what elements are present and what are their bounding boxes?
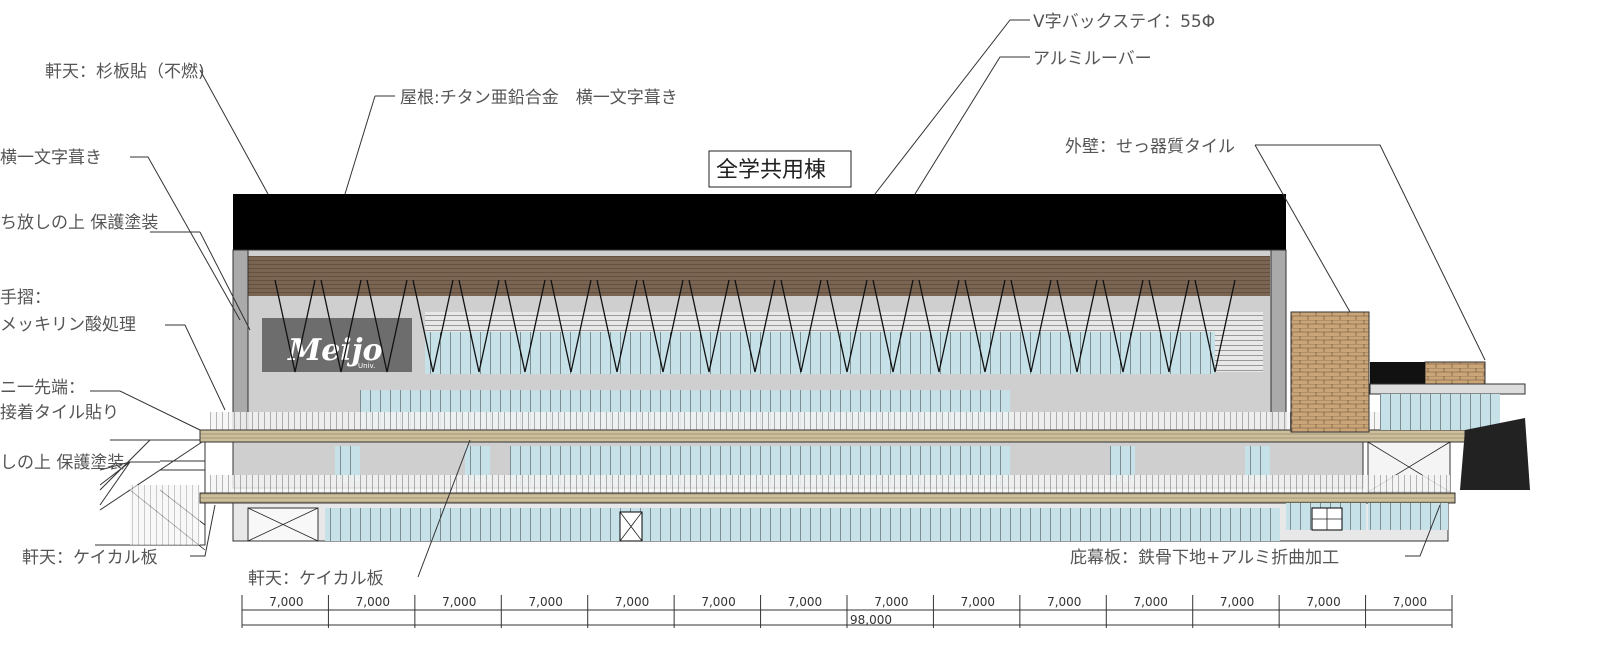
v-backstays bbox=[274, 279, 1236, 373]
dimension-span-label: 7,000 bbox=[788, 595, 822, 609]
v-stay bbox=[320, 279, 362, 373]
logo-panel bbox=[262, 318, 412, 372]
middle-handrail bbox=[210, 475, 1450, 493]
v-stay bbox=[412, 279, 454, 373]
roof-band bbox=[233, 194, 1286, 250]
leader-lines bbox=[90, 19, 1486, 578]
dimension-span-label: 7,000 bbox=[1220, 595, 1254, 609]
dimension-span-label: 7,000 bbox=[701, 595, 735, 609]
upper-handrail bbox=[210, 412, 1390, 432]
v-stay bbox=[780, 279, 822, 373]
dimension-span-label: 7,000 bbox=[356, 595, 390, 609]
label-outer-wall: 外壁：せっ器質タイル bbox=[1065, 137, 1235, 157]
dimension-total: 98,000 bbox=[850, 613, 892, 627]
v-stay bbox=[826, 279, 868, 373]
label-eaves-lower-mid: 軒天：ケイカル板 bbox=[248, 569, 384, 589]
v-stay bbox=[964, 279, 1006, 373]
v-stay bbox=[1056, 279, 1098, 373]
label-left-roof: 横一文字葺き bbox=[0, 148, 102, 168]
brick-small bbox=[1424, 361, 1486, 385]
dimension-span-label: 7,000 bbox=[442, 595, 476, 609]
v-stay bbox=[596, 279, 638, 373]
v-stay bbox=[274, 279, 316, 373]
dimension-span-label: 7,000 bbox=[1393, 595, 1427, 609]
label-v-stay: V字バックステイ：55Φ bbox=[1033, 12, 1215, 32]
v-stay bbox=[1010, 279, 1052, 373]
label-roof: 屋根:チタン亜鉛合金 横一文字葺き bbox=[400, 88, 678, 108]
middle-slab bbox=[199, 492, 1456, 504]
label-handrail-1: 手摺： bbox=[0, 288, 51, 308]
v-stay bbox=[458, 279, 500, 373]
label-eaves-top: 軒天：杉板貼（不燃) bbox=[45, 62, 205, 82]
dimension-span-label: 7,000 bbox=[269, 595, 303, 609]
label-left-concrete: ち放しの上 保護塗装 bbox=[0, 212, 158, 233]
dimension-span-label: 7,000 bbox=[529, 595, 563, 609]
upper-slab bbox=[199, 429, 1466, 443]
v-stay bbox=[642, 279, 684, 373]
v-stay bbox=[1148, 279, 1190, 373]
v-stay bbox=[918, 279, 960, 373]
label-louver: アルミルーバー bbox=[1033, 49, 1152, 69]
dimension-span-label: 7,000 bbox=[961, 595, 995, 609]
left-stair bbox=[95, 439, 206, 551]
ground-glazing bbox=[325, 508, 1280, 541]
label-fascia: 庇幕板：鉄骨下地+アルミ折曲加工 bbox=[1070, 548, 1339, 568]
v-stay bbox=[1102, 279, 1144, 373]
v-stay bbox=[504, 279, 546, 373]
logo-text: Meijo bbox=[287, 333, 383, 368]
label-eave-tip-1: ニ一先端： bbox=[0, 378, 85, 398]
dimension-line: 98,000 7,000 7,000 7,000 7,000 7,000 7,000 7,0… bbox=[241, 595, 1453, 628]
v-stay bbox=[688, 279, 730, 373]
building-title: 全学共用棟 bbox=[716, 158, 826, 183]
brick-tower bbox=[1290, 311, 1370, 433]
dimension-span-label: 7,000 bbox=[874, 595, 908, 609]
upper-glazing bbox=[425, 332, 1215, 374]
label-left-concrete-2: しの上 保護塗装 bbox=[0, 452, 124, 473]
dimension-span-label: 7,000 bbox=[615, 595, 649, 609]
dimension-span-label: 7,000 bbox=[1047, 595, 1081, 609]
dimension-span-label: 7,000 bbox=[1306, 595, 1340, 609]
building-title-box bbox=[708, 150, 852, 188]
dimension-span-label: 7,000 bbox=[1134, 595, 1168, 609]
logo-sub: Univ. bbox=[358, 362, 375, 370]
v-stay bbox=[366, 279, 408, 373]
label-eaves-lower-left: 軒天：ケイカル板 bbox=[22, 548, 158, 568]
v-stay bbox=[872, 279, 914, 373]
label-handrail-2: メッキリン酸処理 bbox=[0, 315, 136, 335]
label-eave-tip-2: 接着タイル貼り bbox=[0, 403, 119, 423]
v-stay bbox=[734, 279, 776, 373]
v-stay bbox=[1194, 279, 1236, 373]
v-stay bbox=[550, 279, 592, 373]
